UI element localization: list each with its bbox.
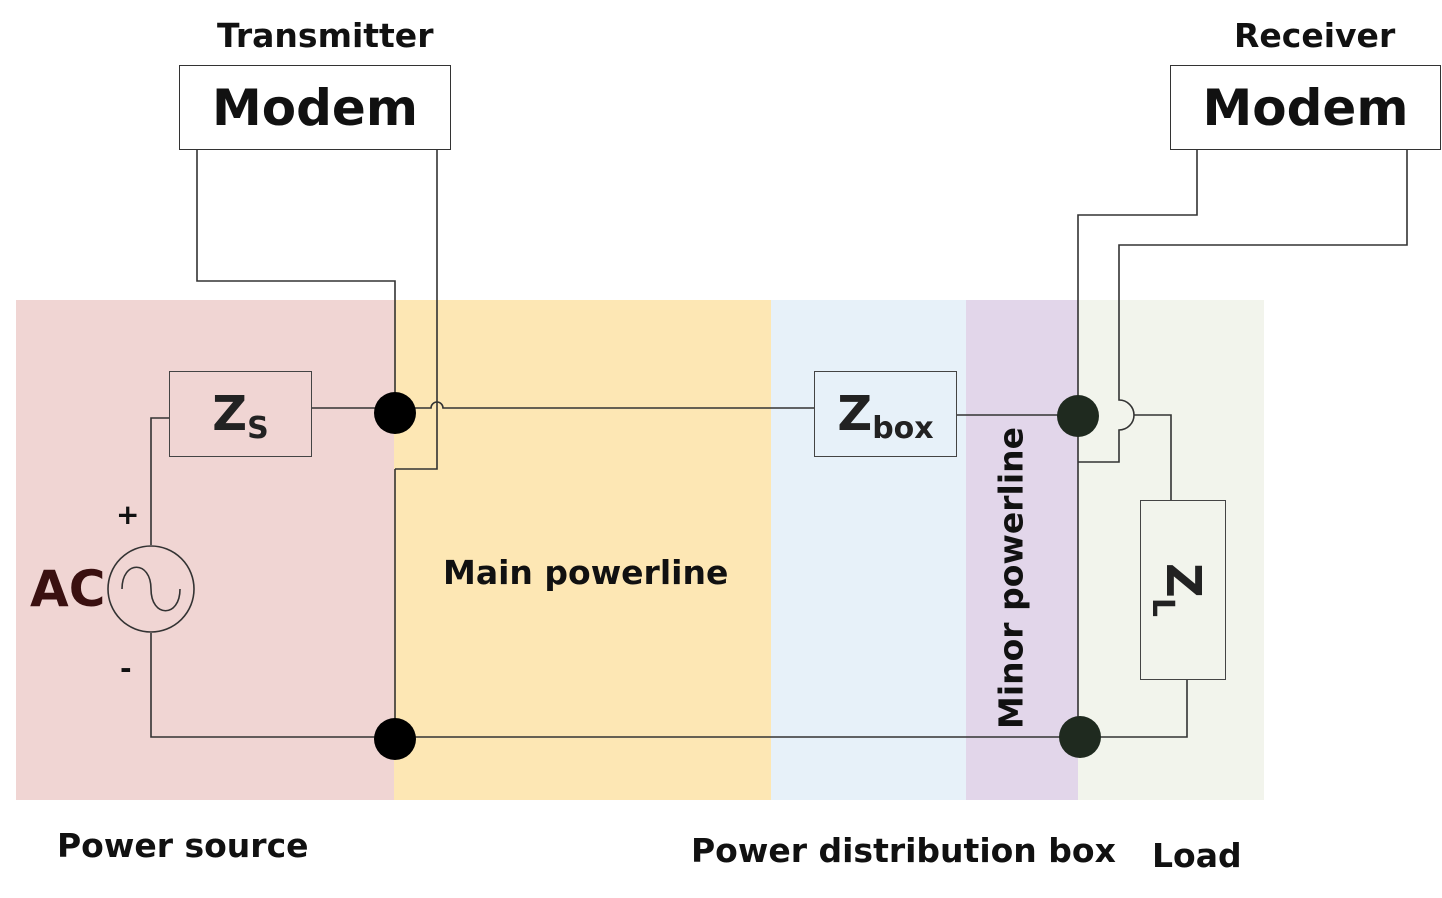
ac-source-icon	[107, 545, 195, 633]
transmitter-title: Transmitter	[217, 16, 434, 55]
zbox-sub: box	[872, 410, 934, 446]
main-line-top	[395, 401, 815, 409]
zl-main: Z	[1155, 563, 1211, 598]
distribution-box-label: Power distribution box	[691, 831, 1116, 870]
zl-impedance: ZL	[1140, 500, 1226, 680]
load-top-wire	[1134, 414, 1172, 500]
main-powerline-label: Main powerline	[443, 553, 729, 592]
minus-sign: -	[120, 652, 132, 685]
power-source-label: Power source	[57, 826, 309, 865]
load-label: Load	[1152, 836, 1242, 875]
source-bottom-wire	[150, 633, 395, 738]
minor-powerline-label: Minor powerline	[991, 426, 1031, 730]
node-main-bottom	[374, 718, 416, 760]
node-load-top	[1057, 395, 1099, 437]
receiver-title: Receiver	[1234, 16, 1396, 55]
transmitter-modem: Modem	[179, 65, 451, 150]
zs-main: Z	[212, 386, 248, 442]
zl-text: ZL	[1145, 563, 1211, 617]
receiver-modem: Modem	[1170, 65, 1441, 150]
sine-wave-icon	[121, 566, 181, 612]
main-powerline-region	[394, 300, 771, 800]
zbox-main: Z	[837, 386, 873, 442]
zs-sub: S	[247, 410, 269, 446]
node-main-top	[374, 392, 416, 434]
receiver-lead-2	[1078, 150, 1408, 463]
zl-sub: L	[1145, 597, 1180, 617]
minor-powerline-region	[966, 300, 1078, 800]
transmitter-lead-1	[196, 150, 396, 408]
node-load-bottom	[1059, 716, 1101, 758]
transmitter-lead-2	[395, 150, 438, 470]
ac-label: AC	[30, 560, 106, 618]
load-bottom-wire	[1078, 679, 1188, 738]
plus-sign: +	[116, 498, 140, 531]
receiver-lead-1	[1077, 150, 1198, 737]
source-top-wire	[150, 417, 170, 545]
